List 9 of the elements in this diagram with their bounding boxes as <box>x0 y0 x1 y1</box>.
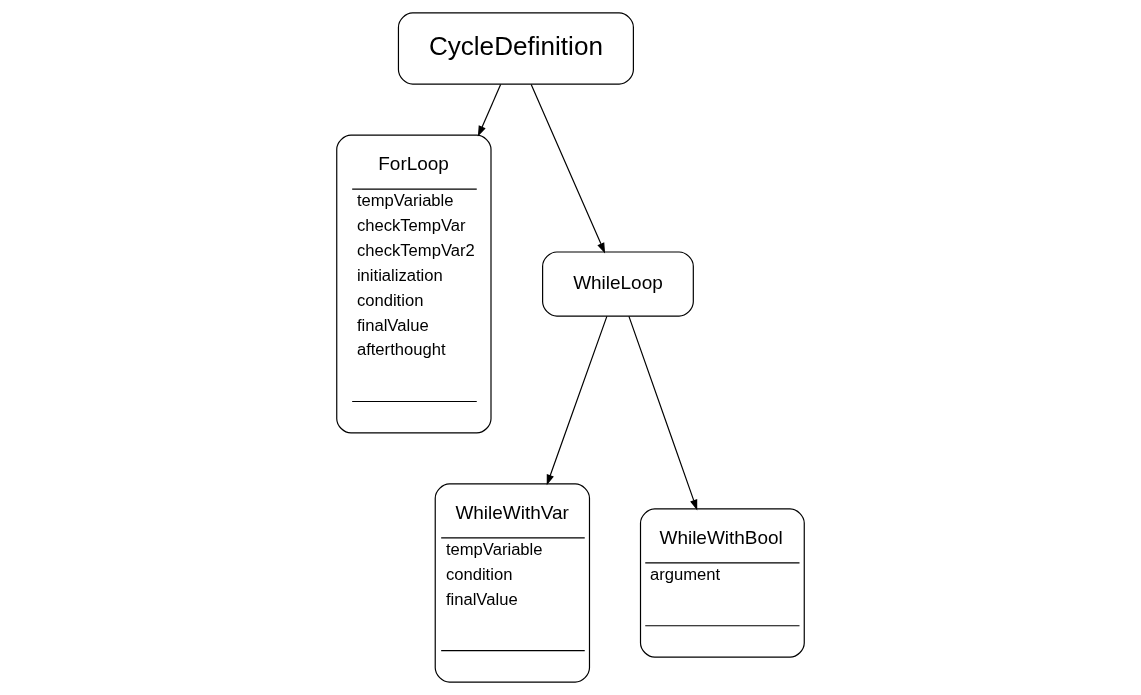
arrow <box>477 84 502 137</box>
node-box: WhileLoop <box>542 251 694 317</box>
node-box: WhileWithVar tempVariable condition finalValue <box>434 483 591 683</box>
arrow <box>628 315 698 511</box>
node-box: CycleDefinition <box>397 12 634 85</box>
node-box: ForLoop tempVariable checkTempVar checkTempVar2 initialization condition finalValue afterthought <box>336 134 492 434</box>
arrow <box>546 315 608 486</box>
arrow <box>530 84 606 254</box>
node-box: WhileWithBool argument <box>639 508 805 658</box>
